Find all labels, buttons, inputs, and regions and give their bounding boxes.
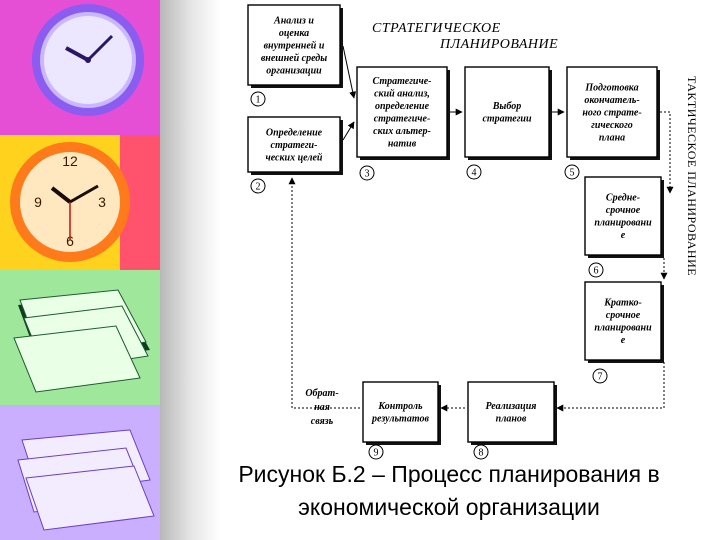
step-7-number-text: 7: [598, 372, 603, 383]
step-9-number-text: 9: [374, 448, 379, 459]
step-8-frame: [468, 382, 554, 442]
step-6-text: Средне-: [606, 193, 640, 204]
step-7-number: 7: [593, 369, 607, 383]
step-9-text: результатов: [371, 414, 429, 425]
caption-line1: Рисунок Б.2 – Процесс планирования в: [186, 458, 712, 491]
step-4-frame: [465, 67, 549, 157]
step-3-text: натив: [388, 139, 417, 150]
step-4-text: стратегии: [482, 114, 532, 125]
step-3-number-text: 3: [365, 169, 370, 180]
step-7-text: планировани: [594, 323, 652, 334]
step-5-text: ного страте-: [582, 107, 641, 118]
step-4-number-text: 4: [472, 168, 477, 179]
step-8-text: планов: [496, 414, 527, 425]
svg-text:связь: связь: [311, 416, 334, 427]
step-2-text: ческих целей: [265, 152, 322, 163]
step-2-number-text: 2: [256, 182, 261, 193]
step-3-text: ских альтер-: [373, 126, 431, 137]
step-1-number: 1: [251, 92, 265, 106]
step-1-text: Анализ и: [273, 15, 314, 26]
step-5-box: Подготовка окончатель-ного страте-гическо…: [567, 67, 660, 160]
step-2-text: стратеги-: [271, 140, 318, 151]
step-5-number: 5: [565, 165, 579, 179]
step-3-text: Стратегиче-: [373, 76, 432, 87]
step-2-number: 2: [251, 179, 265, 193]
step-6-text: срочное: [606, 205, 641, 216]
step-8-text: Реализация: [486, 401, 537, 412]
step-5-text: окончатель-: [584, 95, 639, 106]
step-8-number-text: 8: [479, 448, 484, 459]
step-7-frame: [585, 282, 661, 360]
step-4-text: Выбор: [492, 101, 521, 112]
caption-line2: экономической организации: [186, 491, 712, 524]
step-9-text: Контроль: [377, 401, 423, 412]
step-5-text: Подготовка: [584, 82, 638, 93]
step-5-number-text: 5: [570, 168, 575, 179]
step-8-number: 8: [474, 445, 488, 459]
strategic-header-line1: СТРАТЕГИЧЕСКОЕ: [372, 21, 501, 36]
step-8-box: Реализация планов: [468, 382, 557, 445]
step-6-number-text: 6: [594, 266, 599, 277]
step-7-text: Кратко-: [603, 298, 642, 309]
step-6-number: 6: [589, 263, 603, 277]
step-6-text: е: [621, 230, 626, 241]
strategic-header-line2: ПЛАНИРОВАНИЕ: [439, 37, 558, 52]
step-7-text: срочное: [606, 310, 641, 321]
step-3-box: Стратегиче-ский анализ,определение страте…: [357, 67, 450, 160]
step-7-text: е: [621, 335, 626, 346]
step-1-number-text: 1: [256, 95, 261, 106]
step-9-number: 9: [369, 445, 383, 459]
tactical-planning-label: ТАКТИЧЕСКОЕ ПЛАНИРОВАНИЕ: [685, 76, 699, 276]
step-2-box: Определение стратеги-ческих целей: [248, 117, 343, 175]
step-3-text: ский анализ,: [374, 89, 430, 100]
figure-caption: Рисунок Б.2 – Процесс планирования в эко…: [186, 458, 712, 524]
svg-text:ная: ная: [314, 402, 330, 413]
step-4-box: Выбор стратегии: [465, 67, 552, 160]
step-6-frame: [585, 177, 661, 255]
step-2-text: Определение: [266, 127, 323, 138]
step-3-number: 3: [360, 166, 374, 180]
step-5-text: гического: [591, 120, 633, 131]
step-3-text: стратегиче-: [374, 114, 431, 125]
step-1-text: оценка: [279, 28, 309, 39]
step-4-number: 4: [467, 165, 481, 179]
step-9-frame: [363, 382, 438, 442]
step-1-text: внешней среды: [261, 53, 327, 64]
svg-text:Обрат-: Обрат-: [305, 388, 338, 399]
step-5-text: плана: [599, 132, 625, 143]
step-3-text: определение: [375, 101, 430, 112]
step-6-text: планировани: [594, 218, 652, 229]
step-1-text: организации: [266, 65, 322, 76]
step-1-text: внутренней и: [264, 40, 325, 51]
step-9-box: Контроль результатов: [363, 382, 441, 445]
